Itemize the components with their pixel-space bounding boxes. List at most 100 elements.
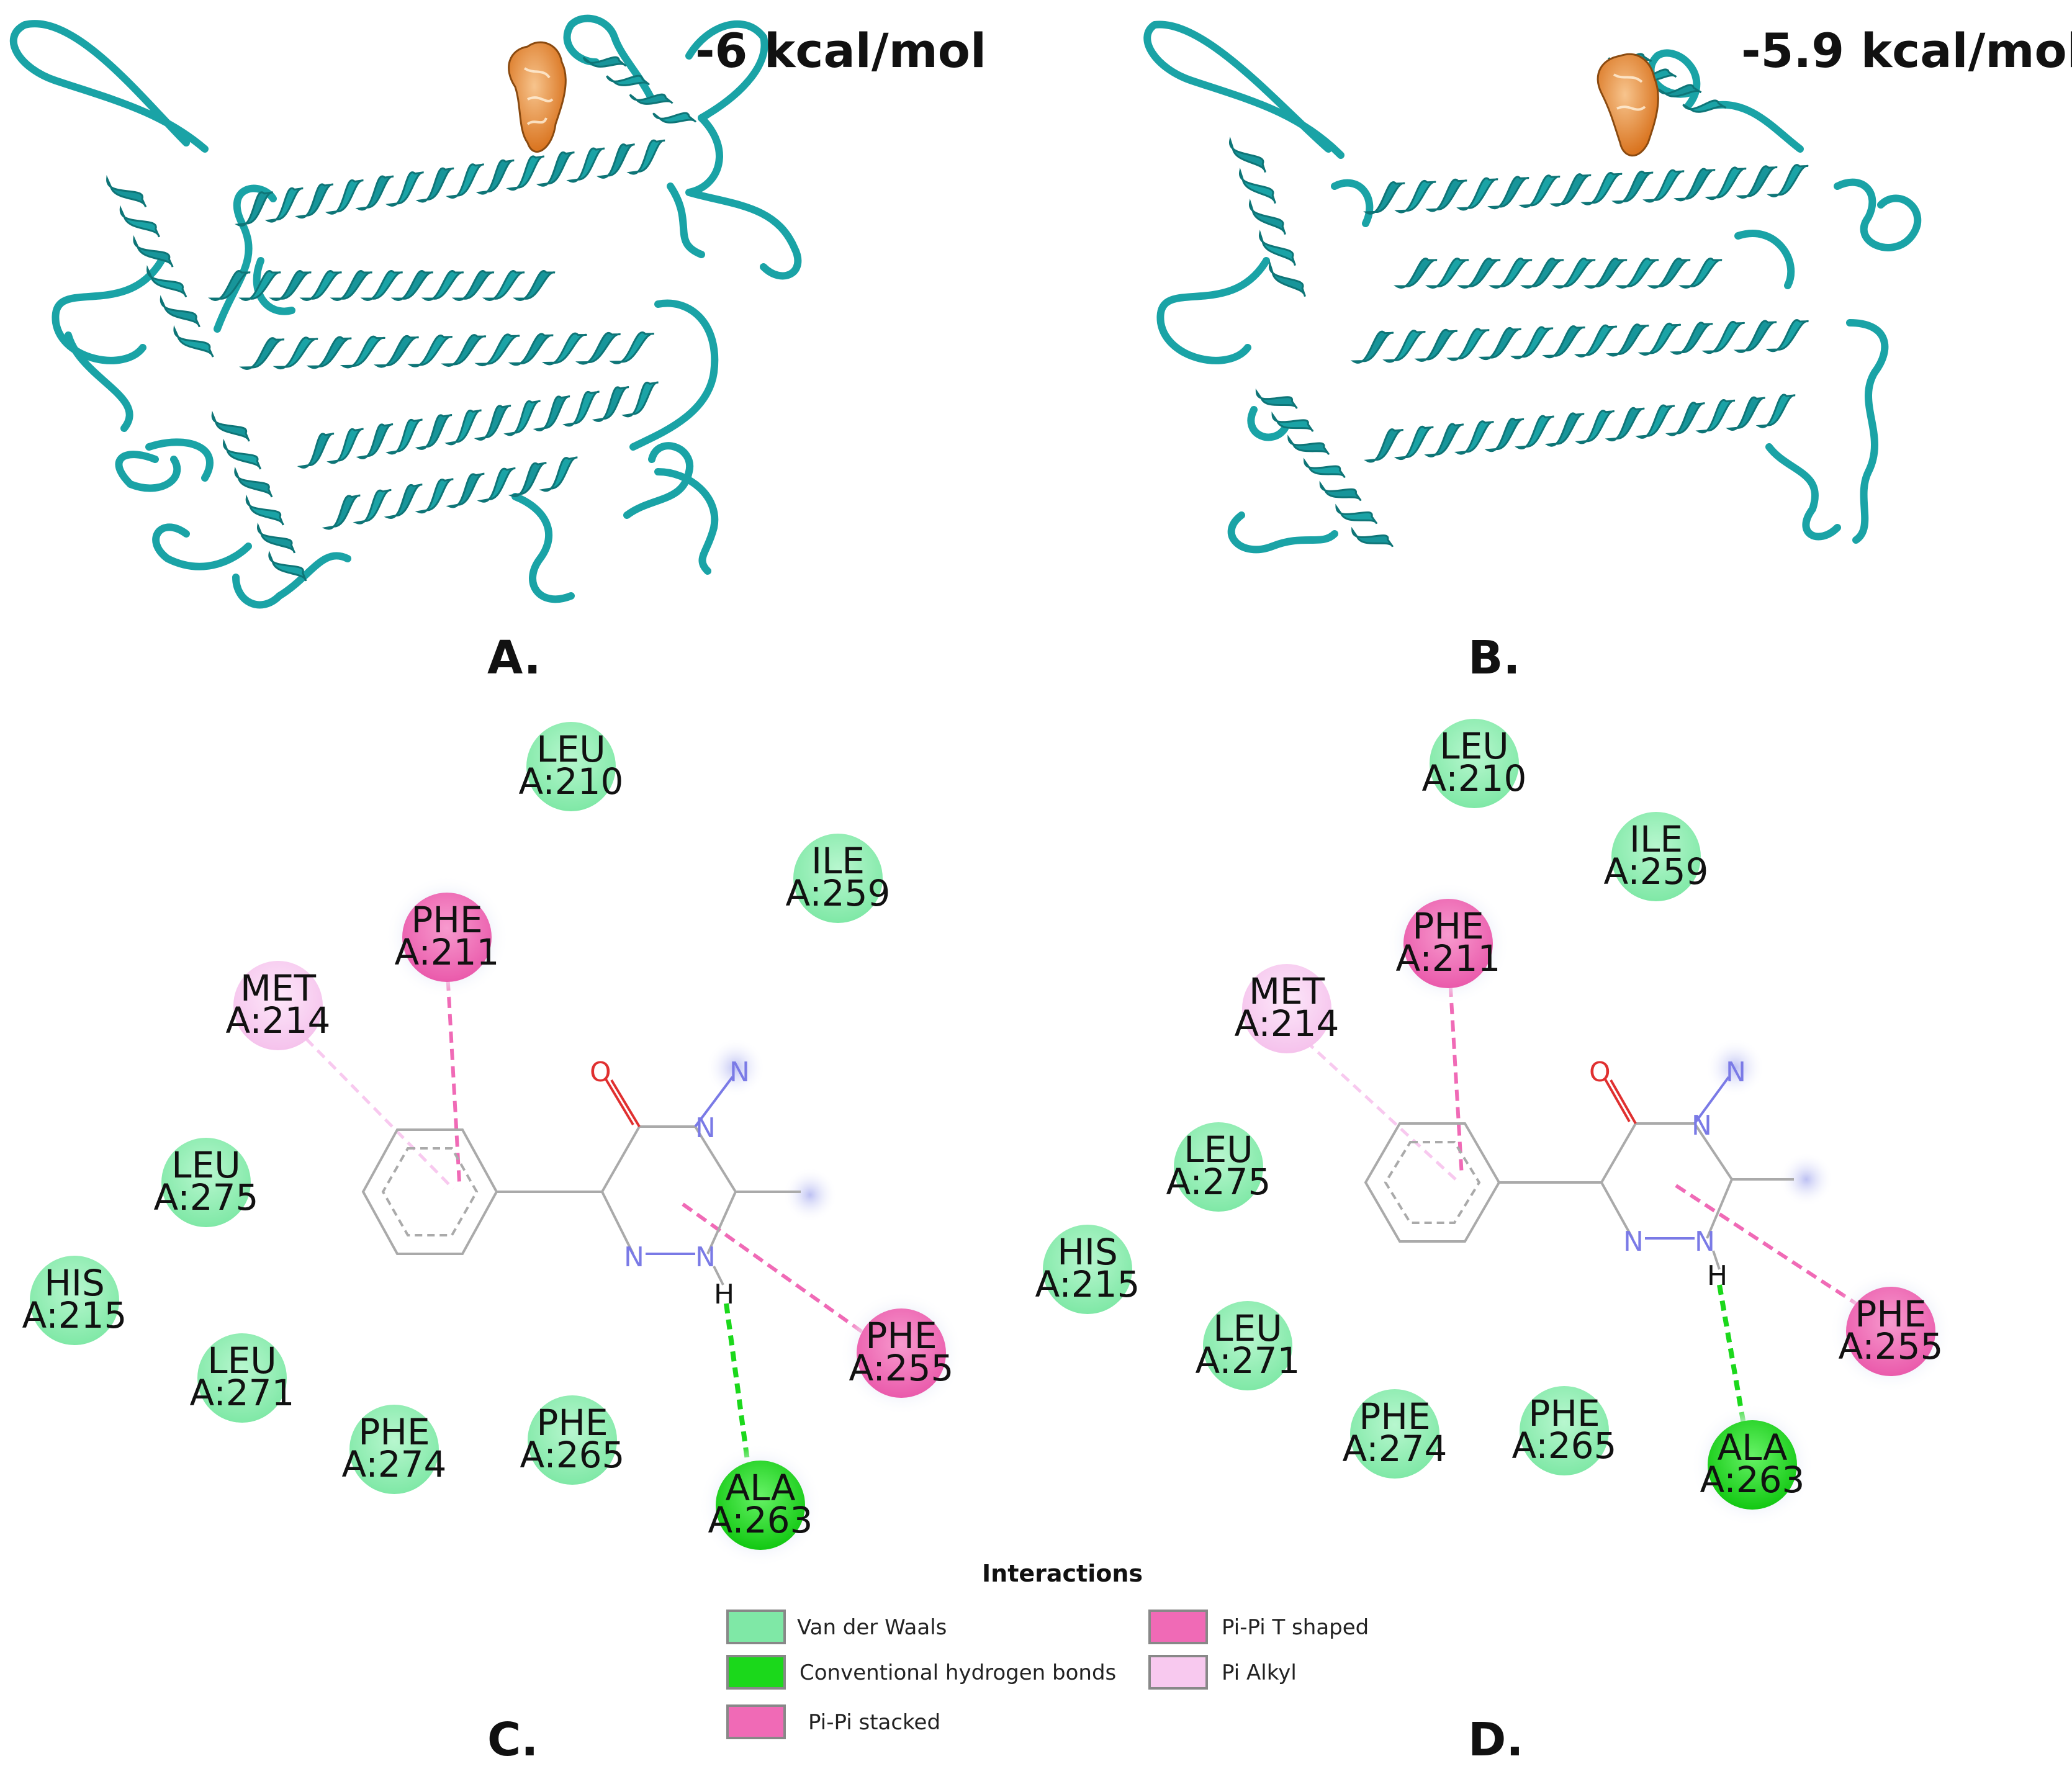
residue-name: LEU: [207, 1340, 276, 1382]
residue-name: PHE: [358, 1411, 430, 1453]
residue-id: A:274: [1343, 1428, 1448, 1470]
helix-turn: [1544, 412, 1585, 447]
helix-turn: [582, 56, 627, 68]
legend-item-conventional-hydrogen-bonds: Conventional hydrogen bonds: [726, 1655, 1116, 1690]
helix-turn: [1765, 319, 1809, 353]
helix-turn: [133, 235, 174, 268]
residue-name: PHE: [1855, 1293, 1926, 1335]
helix-turn: [1456, 258, 1501, 289]
residue-name: MET: [1249, 970, 1325, 1012]
helix-turn: [1424, 423, 1464, 457]
residue-name: ILE: [1629, 818, 1683, 860]
legend-swatch: [726, 1704, 786, 1739]
helix-turn: [1255, 388, 1298, 409]
residue-name: LEU: [536, 728, 605, 770]
helix-turn: [322, 494, 361, 530]
helix-turn: [1580, 172, 1623, 205]
helix-turn: [407, 335, 453, 367]
helix-turn: [327, 428, 364, 464]
helix-turn: [1615, 258, 1659, 289]
ligand-surface-a: [508, 41, 567, 153]
residue-id: A:265: [520, 1434, 625, 1476]
helix-turn: [513, 270, 556, 301]
legend-label: Pi-Pi T shaped: [1222, 1615, 1369, 1640]
ring-nitrogen-atom-2: N: [624, 1241, 644, 1273]
residue-id: A:259: [1604, 850, 1709, 893]
helix-turn: [1605, 407, 1645, 442]
interactions-legend: Interactions Van der Waals Conventional …: [726, 1560, 1369, 1739]
helix-turn: [1393, 258, 1438, 289]
residue-name: PHE: [1359, 1395, 1430, 1438]
helix-turn: [1271, 412, 1314, 432]
residue-disc: [197, 1333, 287, 1423]
residue-name: MET: [240, 967, 317, 1009]
residue-id: A:210: [1422, 757, 1527, 799]
residue-id: A:263: [708, 1499, 813, 1541]
helix-turn: [415, 478, 454, 514]
residue-name: LEU: [171, 1144, 240, 1186]
helix-turn: [1733, 320, 1777, 353]
helix-turn: [390, 270, 434, 301]
helix-turn: [441, 334, 487, 367]
helix-turn: [596, 143, 635, 179]
residue-disc: [233, 961, 323, 1050]
helix-turn: [1705, 166, 1747, 200]
nitrogen-glow: [1705, 1038, 1765, 1097]
legend-item-pi-pi-stacked: Pi-Pi stacked: [726, 1704, 940, 1739]
residue-disc: [1403, 899, 1493, 988]
helix-turn: [1487, 176, 1529, 210]
helix-turn: [1736, 165, 1778, 199]
helix-turn: [211, 410, 250, 442]
helix-turn: [1611, 170, 1654, 204]
helix-turn: [1669, 322, 1713, 355]
ligand-structure-d: [1364, 1076, 1794, 1270]
helix-turn: [541, 332, 587, 366]
panel-c-interaction-diagram: O N N N N H LEUA:210ILEA:259PHEA:211META…: [22, 722, 963, 1567]
helix-turn: [1574, 324, 1618, 358]
helix-turn: [160, 295, 200, 328]
panel-a-protein-structure: [9, 14, 802, 609]
residue-name: LEU: [1439, 725, 1508, 767]
residue-id: A:274: [342, 1443, 447, 1485]
helix-turn: [384, 484, 423, 519]
ring-nitrogen-atom-1: N: [695, 1112, 716, 1144]
panel-label-b: B.: [1468, 631, 1521, 685]
helix-turn: [482, 270, 525, 301]
helix-turn: [1583, 258, 1628, 289]
residue-id: A:255: [1839, 1325, 1944, 1367]
helix-turn: [373, 335, 419, 368]
helix-turn: [1642, 169, 1685, 203]
residue-name: HIS: [44, 1262, 105, 1304]
helix-turn: [451, 270, 495, 301]
residue-name: PHE: [1412, 905, 1484, 947]
residue-disc: [1708, 1420, 1797, 1510]
helix-turn: [1351, 526, 1394, 547]
helix-turn: [264, 187, 304, 223]
helix-turn: [533, 395, 570, 431]
helix-turn: [536, 151, 575, 187]
helix-turn: [1319, 480, 1362, 502]
pi-alkyl-line: [294, 1026, 454, 1190]
helix-turn: [385, 418, 423, 455]
amine-nitrogen-atom: N: [729, 1056, 750, 1088]
helix-turn: [1335, 503, 1378, 525]
legend-title: Interactions: [982, 1560, 1143, 1587]
helix-turn: [415, 414, 453, 450]
helix-turn: [295, 183, 333, 219]
helix-turn: [562, 390, 600, 427]
helix-turn: [1488, 258, 1533, 289]
helix-turn: [1637, 322, 1682, 356]
helix-turn: [1726, 396, 1765, 431]
residue-id: A:271: [1196, 1340, 1300, 1382]
residue-disc: [1846, 1287, 1935, 1376]
residue-id: A:255: [849, 1347, 954, 1389]
